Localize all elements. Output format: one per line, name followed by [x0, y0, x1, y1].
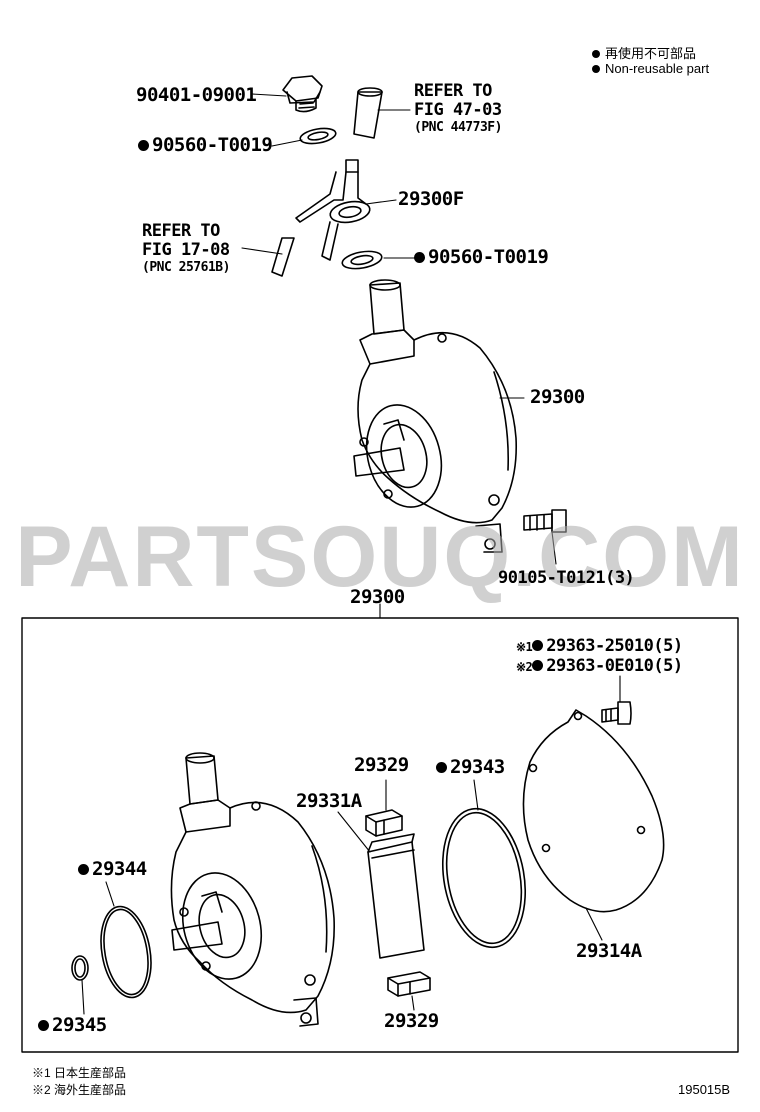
part-number-pump[interactable]: 29300	[530, 386, 585, 408]
part-number-vane-top[interactable]: 29329	[354, 754, 409, 776]
assembly-box-title[interactable]: 29300	[350, 586, 405, 608]
footnote-2-text: 海外生産部品	[54, 1083, 127, 1097]
oring-large-part	[441, 807, 527, 949]
vane-bottom-part	[387, 971, 431, 997]
gasket-top-text: 90560-T0019	[152, 134, 273, 156]
reference-top[interactable]: REFER TO FIG 47-03 (PNC 44773F)	[414, 81, 502, 136]
non-reusable-dot-icon	[38, 1020, 49, 1031]
hose-left-part	[271, 237, 295, 277]
part-number-oring-small[interactable]: 29345	[38, 1014, 107, 1036]
oring-large-text: 29343	[450, 756, 505, 778]
ref-left-line2: FIG 17-08	[142, 240, 230, 260]
non-reusable-dot-icon	[78, 864, 89, 875]
vane-top-part	[365, 809, 403, 837]
non-reusable-dot-icon	[592, 65, 600, 73]
reference-left[interactable]: REFER TO FIG 17-08 (PNC 25761B)	[142, 221, 230, 276]
footnote-1-text: 日本生産部品	[54, 1066, 127, 1080]
ref-left-line3: (PNC 25761B)	[142, 260, 230, 275]
part-number-cover[interactable]: 29314A	[576, 940, 642, 962]
footnote-2: ※2 海外生産部品	[32, 1081, 126, 1098]
non-reusable-dot-icon	[436, 762, 447, 773]
legend-en-label: Non-reusable part	[605, 61, 710, 76]
footnote-mark-2: ※2	[516, 660, 533, 674]
leader-lines	[81, 93, 621, 1015]
part-number-vane-bottom[interactable]: 29329	[384, 1010, 439, 1032]
footnote-1: ※1 日本生産部品	[32, 1064, 126, 1081]
rotor-part	[367, 833, 425, 959]
oring-left-text: 29344	[92, 858, 147, 880]
oring-small-text: 29345	[52, 1014, 107, 1036]
legend-jp: 再使用不可部品	[592, 43, 696, 62]
part-number-oring-left[interactable]: 29344	[78, 858, 147, 880]
screw-1-text: 29363-25010(5)	[546, 636, 683, 656]
gasket-top-part	[299, 127, 337, 145]
gasket-bottom-text: 90560-T0019	[428, 246, 549, 268]
union-fitting-part	[295, 159, 371, 261]
part-number-union[interactable]: 29300F	[398, 188, 464, 210]
footnote-1-mark: ※1	[32, 1066, 51, 1080]
part-number-rotor[interactable]: 29331A	[296, 790, 362, 812]
screw-part	[601, 701, 632, 725]
vacuum-pump-upper-part	[353, 279, 518, 553]
non-reusable-dot-icon	[532, 660, 544, 671]
figure-code: 195015B	[678, 1082, 731, 1097]
oring-left-part	[100, 905, 152, 999]
ref-top-line1: REFER TO	[414, 81, 492, 101]
part-number-gasket-bottom[interactable]: 90560-T0019	[414, 246, 549, 268]
oil-cap-part	[282, 75, 323, 113]
non-reusable-dot-icon	[414, 252, 425, 263]
ref-top-line3: (PNC 44773F)	[414, 120, 502, 135]
vacuum-pump-lower-part	[170, 752, 335, 1027]
part-number-screw-2[interactable]: ※2 29363-0E010(5)	[516, 656, 683, 676]
non-reusable-dot-icon	[592, 50, 600, 58]
screw-2-text: 29363-0E010(5)	[546, 656, 683, 676]
part-number-oring-large[interactable]: 29343	[436, 756, 505, 778]
non-reusable-dot-icon	[532, 640, 544, 651]
oring-small-part	[71, 955, 89, 981]
legend-en: Non-reusable part	[592, 61, 709, 76]
non-reusable-dot-icon	[138, 140, 149, 151]
footnote-mark-1: ※1	[516, 640, 533, 654]
part-number-gasket-top[interactable]: 90560-T0019	[138, 134, 273, 156]
gasket-bottom-part	[341, 250, 383, 270]
hose-top-part	[353, 87, 383, 139]
ref-left-line1: REFER TO	[142, 221, 220, 241]
part-number-oil-cap[interactable]: 90401-09001	[136, 84, 257, 106]
part-number-screw-1[interactable]: ※1 29363-25010(5)	[516, 636, 683, 656]
part-number-bolt[interactable]: 90105-T0121(3)	[498, 568, 635, 588]
pump-cover-part	[522, 709, 665, 913]
ref-top-line2: FIG 47-03	[414, 100, 502, 120]
footnote-2-mark: ※2	[32, 1083, 51, 1097]
legend-jp-label: 再使用不可部品	[605, 46, 697, 61]
bolt-part	[523, 509, 567, 533]
